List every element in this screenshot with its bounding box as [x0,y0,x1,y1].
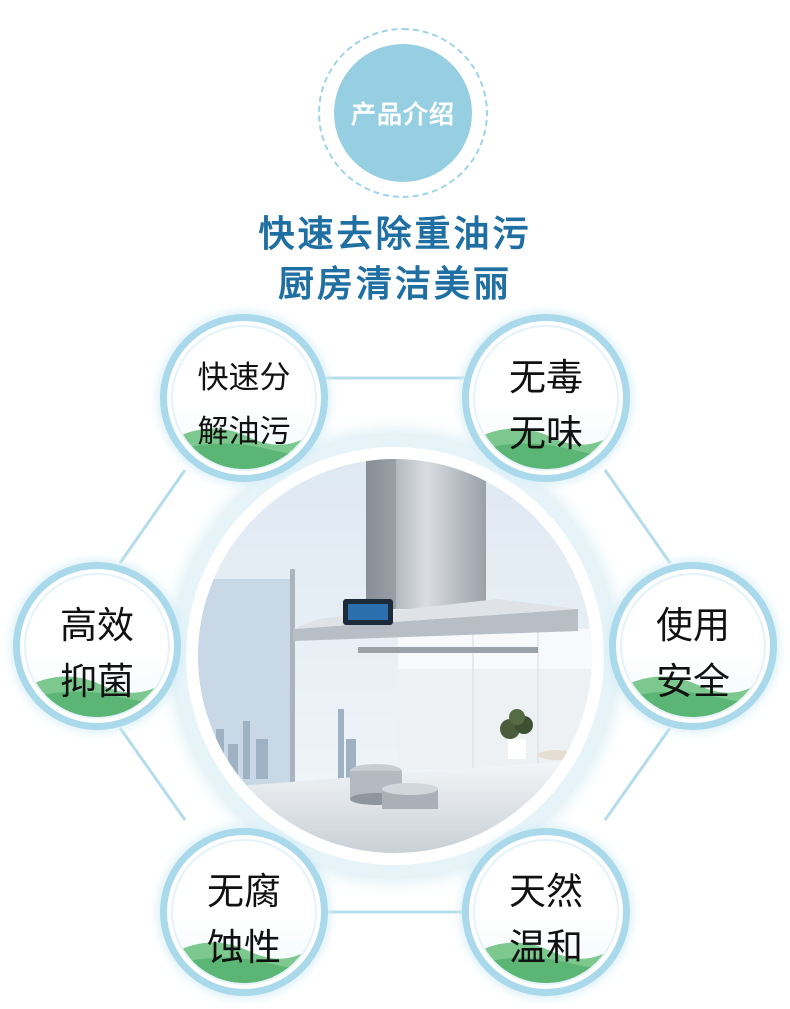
hills-icon [475,942,617,983]
feature-degrease: 快速分 解油污 [160,314,328,482]
feature-label-2: 无味 [509,412,583,455]
feature-label-1: 快速分 [197,360,291,396]
feature-inner [171,839,317,985]
feature-antibacterial: 高效 抑菌 [13,562,181,730]
feature-safe: 使用 安全 [609,562,777,730]
hills-icon [26,676,168,717]
range-hood-kitchen-photo [198,459,592,853]
hills-icon [173,942,315,983]
product-intro-label: 产品介绍 [350,100,455,129]
feature-non-toxic: 无毒 无味 [462,314,630,482]
headline-line-2: 厨房清洁美丽 [277,263,512,305]
product-intro-badge: 产品介绍 [334,44,472,182]
headline-line-1: 快速去除重油污 [258,213,532,255]
feature-label-1: 使用 [656,604,730,647]
feature-natural-mild: 天然 温和 [462,828,630,996]
hills-icon [173,428,315,469]
feature-label-2: 安全 [656,660,730,703]
hills-icon [475,428,617,469]
feature-label-1: 无腐 [207,870,281,913]
feature-inner [473,325,619,471]
feature-label-1: 无毒 [509,356,583,399]
feature-non-corrosive: 无腐 蚀性 [160,828,328,996]
feature-label-2: 抑菌 [60,660,134,703]
feature-inner [620,573,766,719]
hills-icon [622,676,764,717]
feature-inner [24,573,170,719]
feature-label-2: 解油污 [197,414,291,450]
feature-label-2: 温和 [509,926,583,969]
feature-inner [171,325,317,471]
badge-dashed-ring [318,28,488,198]
feature-label-1: 高效 [60,604,134,647]
feature-label-2: 蚀性 [207,926,281,969]
feature-inner [473,839,619,985]
feature-label-1: 天然 [509,870,583,913]
